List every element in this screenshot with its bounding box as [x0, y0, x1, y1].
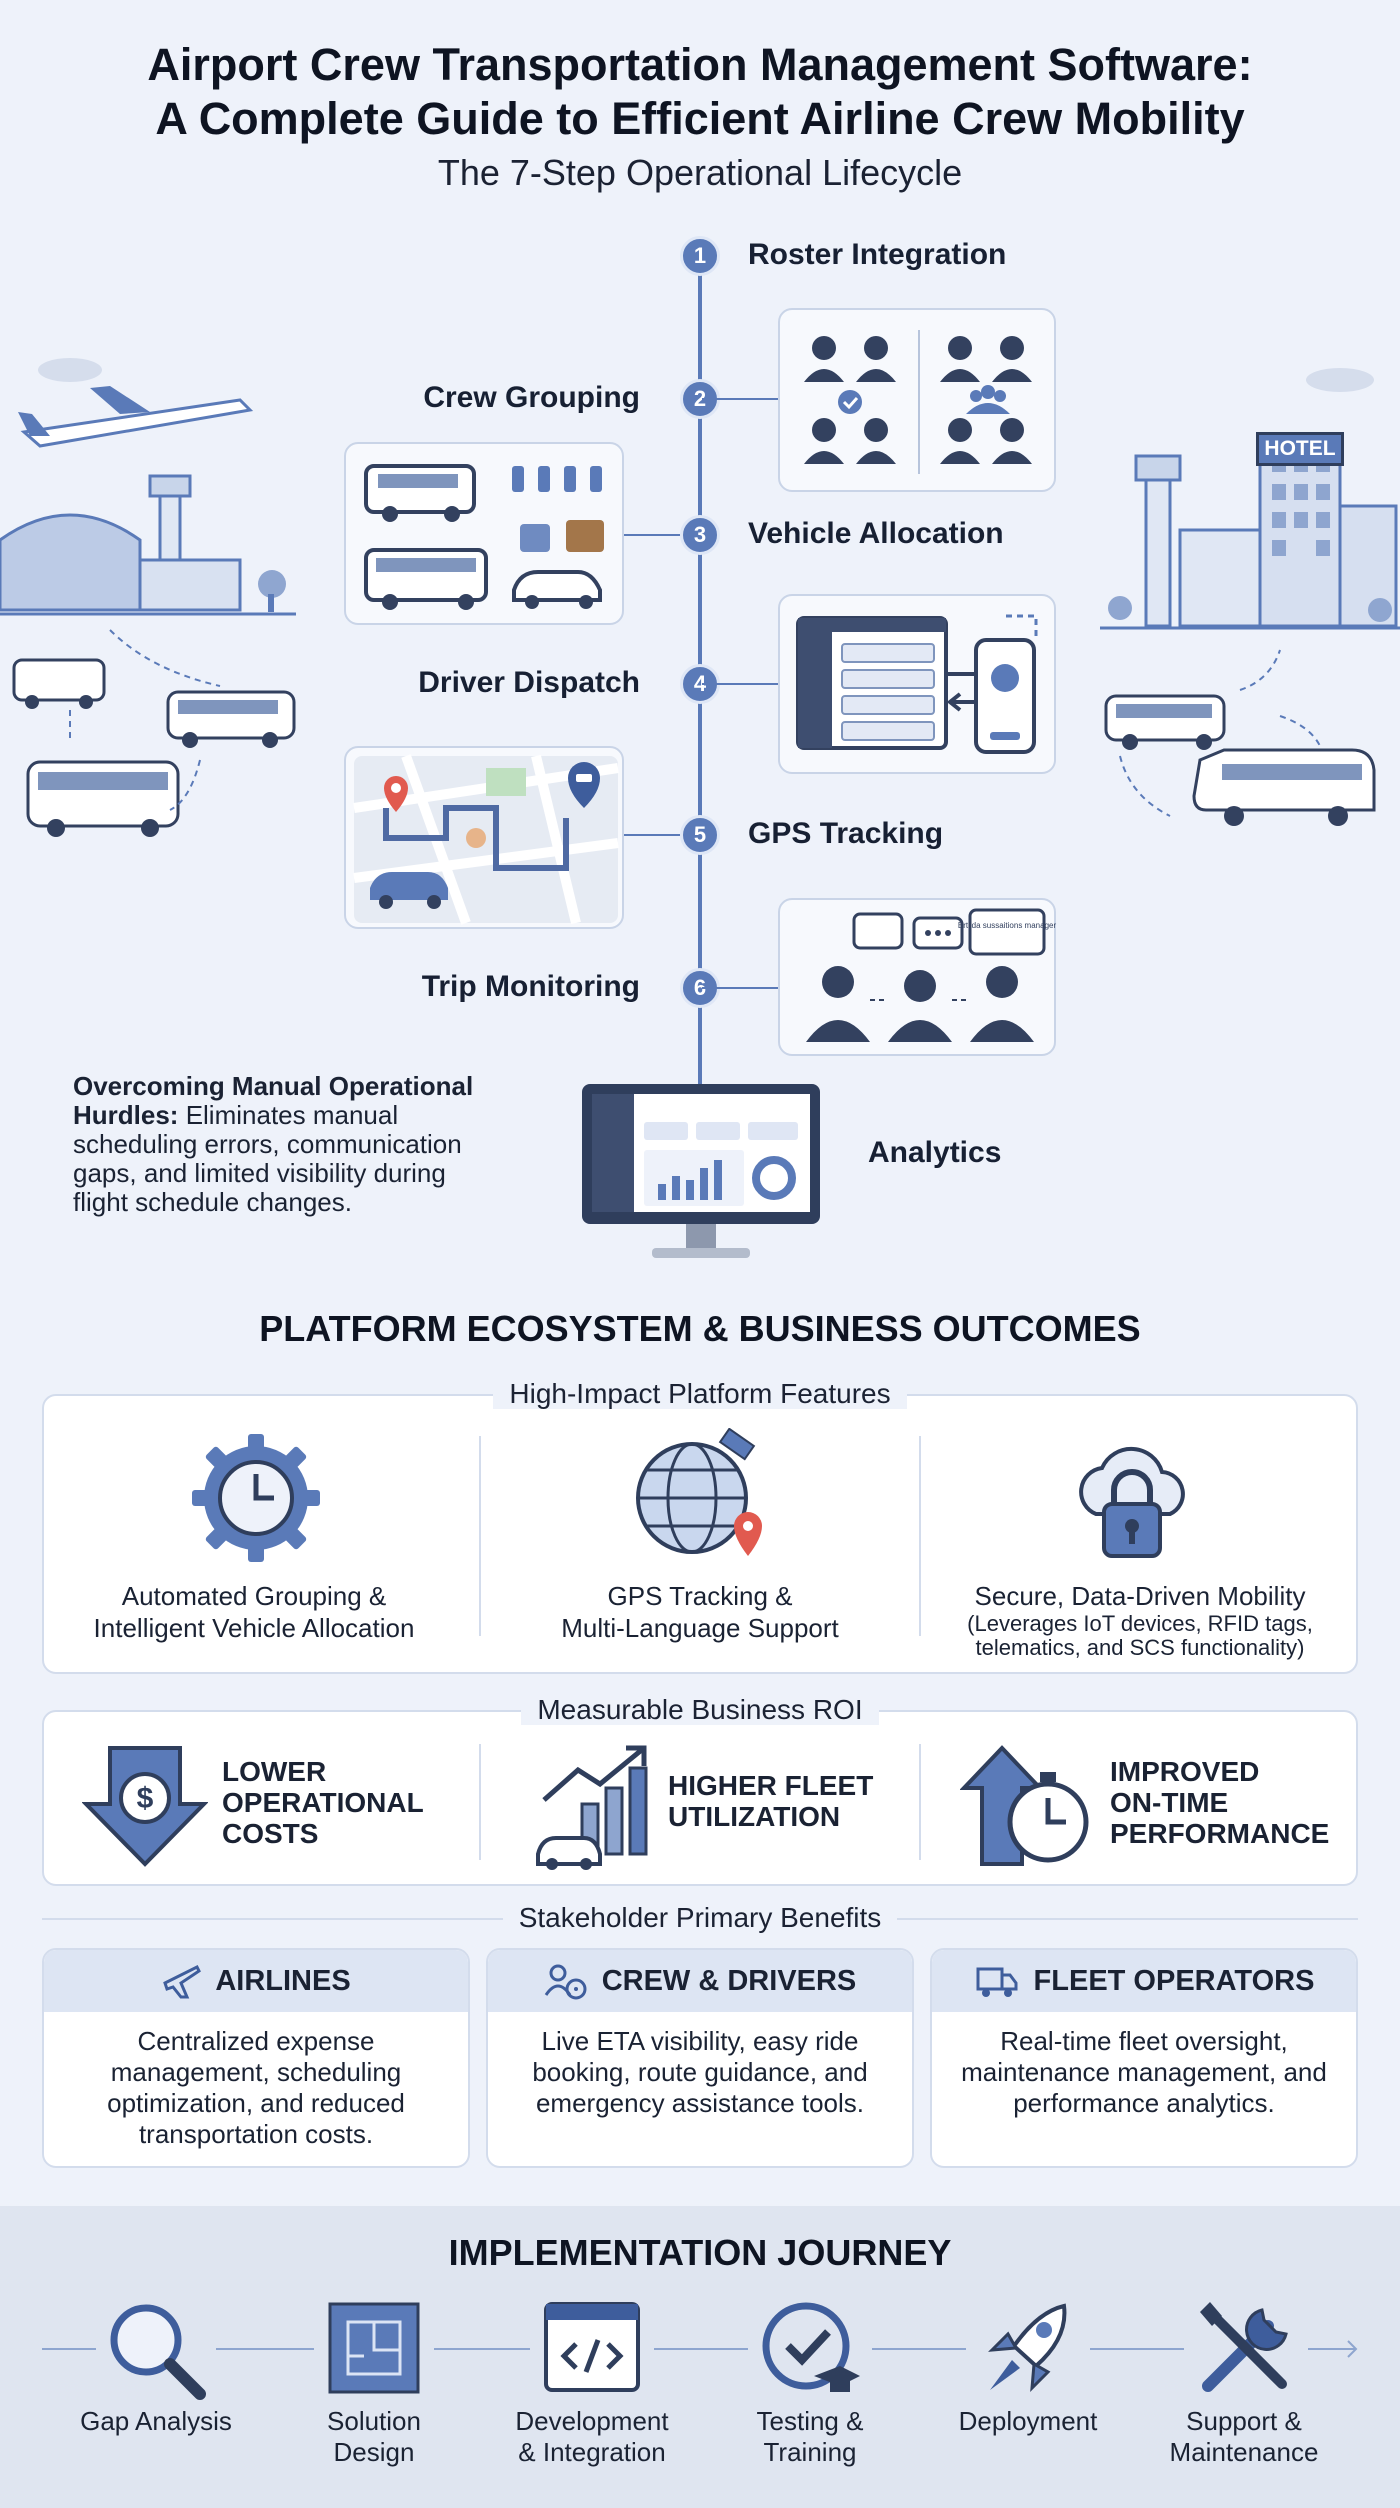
- divider: [919, 1744, 921, 1860]
- ecosystem-title: PLATFORM ECOSYSTEM & BUSINESS OUTCOMES: [259, 1308, 1141, 1349]
- analytics-monitor: [578, 1080, 824, 1270]
- hurdles-heading: Overcoming Manual Operational Hurdles:: [73, 1071, 474, 1130]
- step-4-label: Driver Dispatch: [418, 666, 640, 699]
- stage-deployment: Deployment: [958, 2406, 1098, 2436]
- divider: [479, 1744, 481, 1860]
- gps-tracking-card: [344, 746, 624, 929]
- roi-fleet-utilization: HIGHER FLEET UTILIZATION: [668, 1770, 874, 1832]
- benefit-text: Real-time fleet oversight, maintenance m…: [961, 2026, 1327, 2118]
- crew-group-illustration: [804, 330, 1032, 474]
- cloud-lock-icon: [1079, 1446, 1185, 1558]
- implementation-title: IMPLEMENTATION JOURNEY: [448, 2232, 952, 2273]
- driver-dispatch-card: [778, 594, 1056, 774]
- feature-secure-note: (Leverages IoT devices, RFID tags, telem…: [967, 1611, 1313, 1660]
- hurdles-text: Overcoming Manual Operational Hurdles: E…: [73, 1072, 493, 1217]
- tools-icon: [1200, 2302, 1288, 2392]
- roi-panel: [42, 1710, 1358, 1886]
- trip-monitoring-card: Ertiida sussaitions manager: [778, 898, 1056, 1056]
- step-5-label: GPS Tracking: [748, 817, 944, 850]
- chat-bubble-text: Ertiida sussaitions manager: [958, 921, 1057, 930]
- implementation-band: [0, 2206, 1400, 2508]
- vehicle-allocation-card: [344, 442, 624, 625]
- stage-testing: Testing & Training: [756, 2406, 864, 2467]
- benefit-card-crew-drivers: CREW & DRIVERS Live ETA visibility, easy…: [486, 1948, 914, 2168]
- stage-gap-analysis: Gap Analysis: [80, 2406, 232, 2436]
- svg-text:$: $: [137, 1782, 154, 1815]
- truck-icon: [976, 1967, 1018, 1997]
- stopwatch-up-arrow-icon: [960, 1745, 1089, 1866]
- benefit-header: AIRLINES: [44, 1950, 468, 2012]
- airport-scene: [0, 340, 300, 870]
- hotel-building-illustration: [1100, 368, 1400, 826]
- connector: [702, 987, 778, 989]
- connector: [624, 834, 680, 836]
- benefit-title: CREW & DRIVERS: [601, 1964, 857, 1997]
- arrow-right-icon: [1338, 2340, 1358, 2358]
- page-subtitle: The 7-Step Operational Lifecycle: [437, 152, 963, 193]
- step-6-number: 6: [680, 968, 720, 1008]
- benefit-card-airlines: AIRLINES Centralized expense management,…: [42, 1948, 470, 2168]
- step-2-label: Crew Grouping: [423, 381, 640, 414]
- magnifier-icon: [110, 2304, 206, 2400]
- gps-map-illustration: [353, 754, 619, 925]
- people-wheel-icon: [544, 1964, 587, 2000]
- dollar-down-arrow-icon: $: [82, 1746, 208, 1867]
- step-7-label: Analytics: [868, 1136, 1002, 1169]
- hurdles-description: Eliminates manual scheduling errors, com…: [73, 1100, 462, 1217]
- communication-illustration: Ertiida sussaitions manager: [806, 908, 1057, 1042]
- fleet-growth-chart-icon: [536, 1745, 648, 1870]
- benefit-card-fleet-operators: FLEET OPERATORS Real-time fleet oversigh…: [930, 1948, 1358, 2168]
- roi-legend-wrap: Measurable Business ROI: [0, 1694, 1400, 1726]
- feature-gps-text: GPS Tracking & Multi-Language Support: [561, 1581, 839, 1643]
- airplane-icon: [163, 1964, 202, 1999]
- benefit-header: CREW & DRIVERS: [488, 1950, 912, 2012]
- benefit-title: AIRLINES: [215, 1964, 351, 1997]
- stage-support: Support & Maintenance: [1169, 2406, 1319, 2467]
- step-3-number: 3: [680, 515, 720, 555]
- dispatch-screen-illustration: [796, 614, 1038, 754]
- features-legend-wrap: High-Impact Platform Features: [0, 1378, 1400, 1410]
- benefit-header: FLEET OPERATORS: [932, 1950, 1356, 2012]
- hotel-sign: HOTEL: [1256, 432, 1344, 466]
- benefits-legend-wrap: Stakeholder Primary Benefits: [0, 1902, 1400, 1934]
- page-title: Airport Crew Transportation Management S…: [147, 39, 1253, 144]
- roi-title: Measurable Business ROI: [521, 1694, 879, 1725]
- benefit-title: FLEET OPERATORS: [1033, 1964, 1315, 1997]
- globe-satellite-icon: [636, 1428, 762, 1556]
- step-1-number: 1: [680, 236, 720, 276]
- code-window-icon: [544, 2302, 640, 2392]
- stage-solution-design: Solution Design: [327, 2406, 421, 2467]
- benefit-text: Live ETA visibility, easy ride booking, …: [532, 2026, 868, 2118]
- divider: [479, 1436, 481, 1636]
- connector: [702, 398, 778, 400]
- check-graduation-icon: [762, 2302, 860, 2392]
- gear-clock-icon: [192, 1434, 320, 1562]
- crew-grouping-card: [778, 308, 1056, 492]
- analytics-dashboard-illustration: [582, 1084, 820, 1258]
- features-title: High-Impact Platform Features: [493, 1378, 907, 1409]
- stage-development: Development & Integration: [515, 2406, 669, 2467]
- airport-terminal-illustration: [0, 358, 296, 837]
- connector: [702, 683, 778, 685]
- benefits-title: Stakeholder Primary Benefits: [502, 1902, 898, 1933]
- feature-secure-text: Secure, Data-Driven Mobility (Leverages …: [930, 1580, 1350, 1660]
- vehicle-fleet-illustration: [364, 464, 604, 610]
- roi-lower-costs: LOWER OPERATIONAL COSTS: [222, 1756, 424, 1849]
- step-5-number: 5: [680, 815, 720, 855]
- roi-on-time: IMPROVED ON-TIME PERFORMANCE: [1110, 1756, 1330, 1849]
- step-1-label: Roster Integration: [748, 238, 1007, 271]
- divider: [919, 1436, 921, 1636]
- step-6-label: Trip Monitoring: [421, 970, 640, 1003]
- benefit-text: Centralized expense management, scheduli…: [107, 2026, 405, 2149]
- connector: [624, 534, 680, 536]
- implementation-line: [42, 2348, 1354, 2350]
- step-3-label: Vehicle Allocation: [748, 517, 1004, 550]
- hotel-scene: [1100, 360, 1400, 880]
- feature-grouping-text: Automated Grouping & Intelligent Vehicle…: [93, 1581, 415, 1643]
- timeline-line: [698, 240, 702, 1085]
- blueprint-icon: [328, 2302, 420, 2394]
- rocket-icon: [988, 2303, 1067, 2392]
